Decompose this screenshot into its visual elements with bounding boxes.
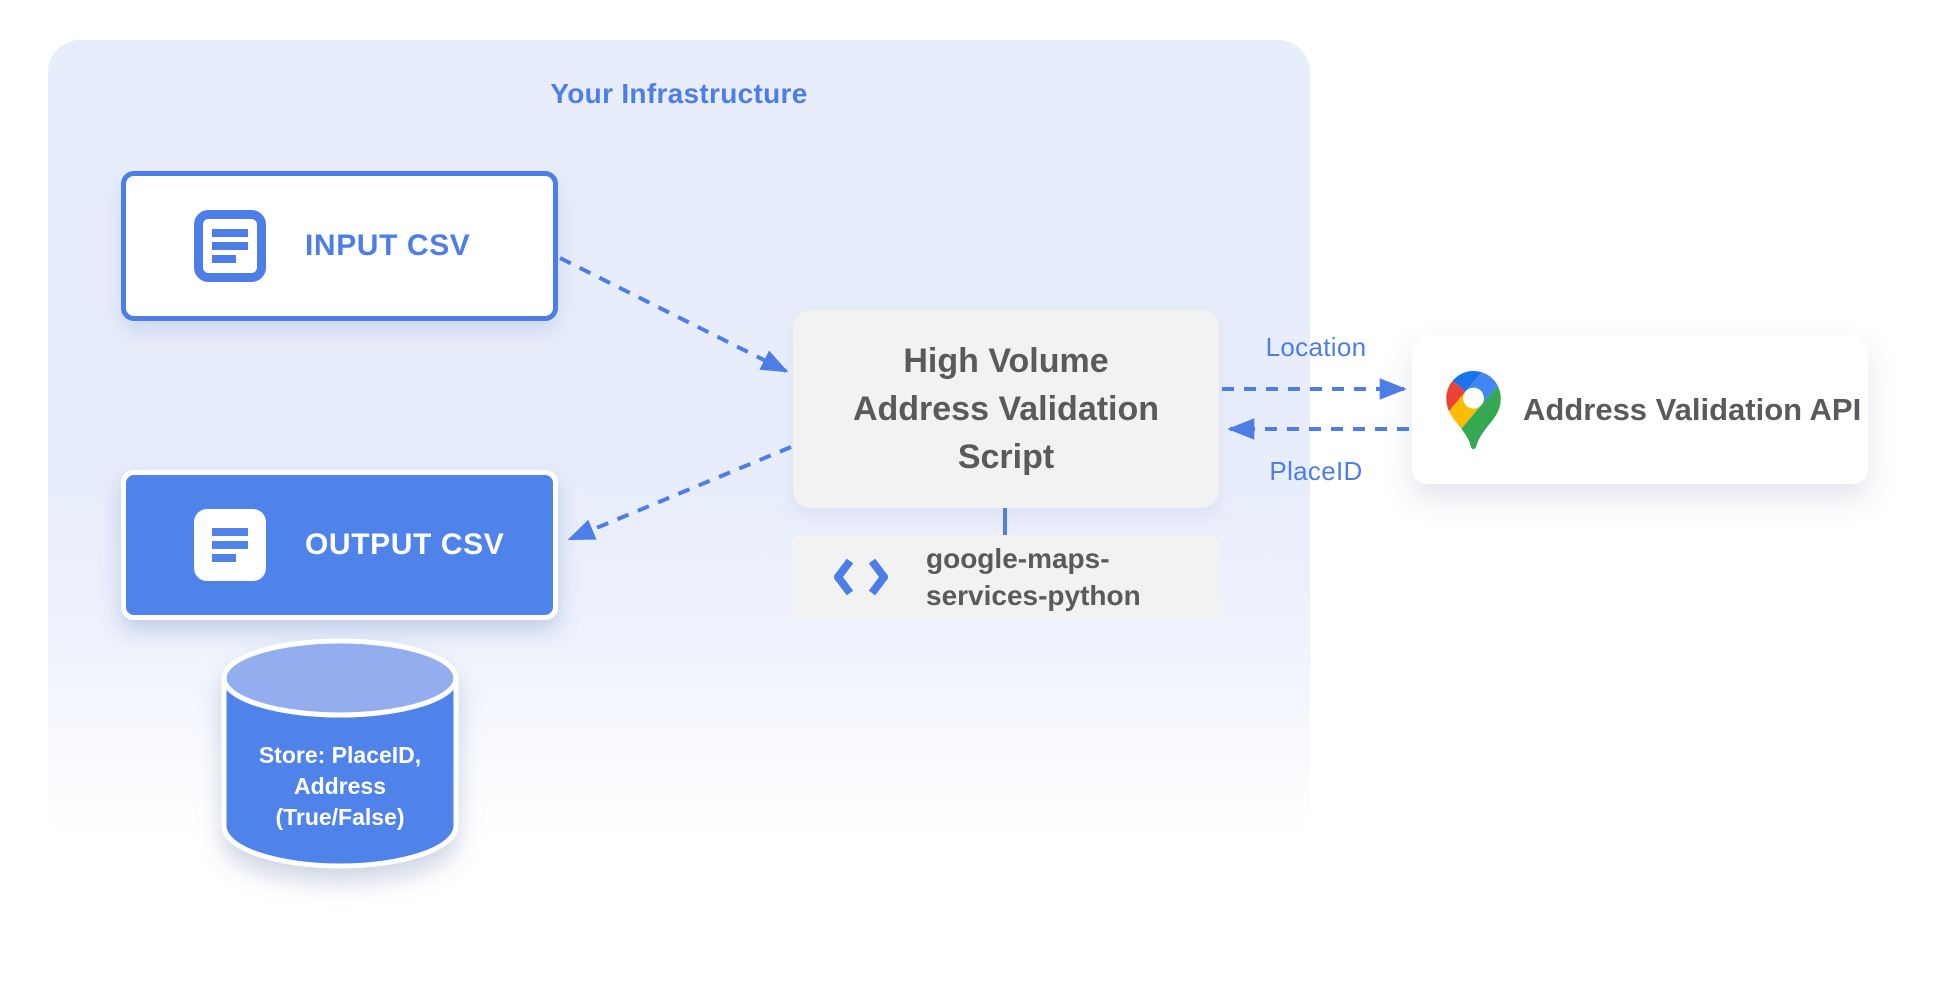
edge-label-placeid: PlaceID — [1269, 456, 1363, 486]
node-library: google-maps- services-python — [792, 535, 1219, 619]
input-csv-label: INPUT CSV — [305, 229, 471, 262]
node-address-validation-api: Address Validation API — [1412, 336, 1868, 484]
output-csv-label: OUTPUT CSV — [305, 528, 505, 561]
node-input-csv: INPUT CSV — [121, 171, 558, 321]
panel-title: Your Infrastructure — [550, 78, 808, 109]
google-maps-pin-icon — [1446, 371, 1501, 449]
document-icon — [194, 210, 266, 282]
api-label: Address Validation API — [1523, 392, 1862, 427]
node-script: High Volume Address Validation Script — [793, 310, 1219, 508]
code-icon — [834, 558, 888, 596]
database-cylinder — [221, 638, 459, 869]
library-label: google-maps- services-python — [926, 543, 1141, 611]
datastore-label: Store: PlaceID, Address (True/False) — [258, 742, 422, 830]
node-output-csv: OUTPUT CSV — [121, 470, 558, 620]
edge-label-location: Location — [1265, 332, 1367, 362]
script-label: High Volume Address Validation Script — [852, 342, 1160, 476]
document-icon — [194, 509, 266, 581]
node-datastore: Store: PlaceID, Address (True/False) — [216, 634, 464, 878]
